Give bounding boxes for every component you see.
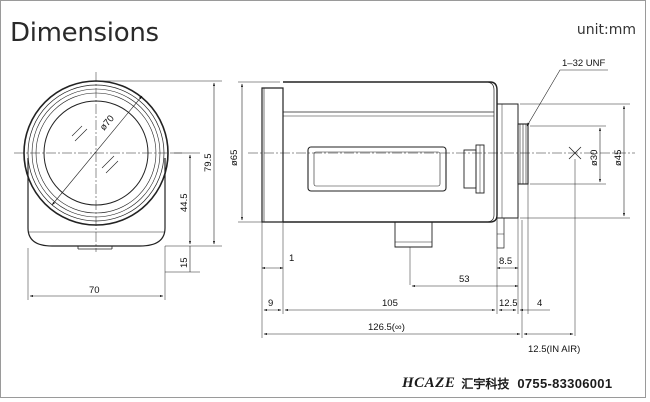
back-length-2-label: 4 — [537, 298, 542, 309]
back-focus-label: 12.5(IN AIR) — [528, 344, 580, 355]
total-length-label: 126.5(∞) — [368, 322, 405, 333]
step-1-label: 1 — [289, 253, 294, 264]
page-title: Dimensions — [10, 18, 159, 48]
company-logo: HCAZE — [402, 374, 456, 391]
unit-label: unit:mm — [576, 22, 636, 38]
flange-inner-diameter-label: ø30 — [589, 150, 600, 166]
company-phone: 0755-83306001 — [517, 375, 613, 391]
company-footer: HCAZE 汇宇科技 0755-83306001 — [402, 374, 612, 392]
thread-label: 1–32 UNF — [562, 58, 605, 69]
back-length-1-label: 12.5 — [499, 298, 518, 309]
company-name: 汇宇科技 — [461, 376, 510, 391]
flange-outer-diameter-label: ø45 — [613, 150, 624, 166]
body-diameter-label: ø65 — [229, 150, 240, 166]
base-offset-label: 15 — [179, 257, 190, 268]
height-axis-label: 44.5 — [179, 194, 190, 213]
front-length-label: 9 — [268, 298, 273, 309]
mount-offset-label: 53 — [459, 274, 470, 285]
front-view — [14, 72, 222, 300]
body-length-label: 105 — [382, 298, 398, 309]
front-width-label: 70 — [89, 285, 100, 296]
side-view — [238, 69, 635, 338]
height-total-label: 79.5 — [203, 154, 214, 173]
flange-depth-label: 8.5 — [499, 256, 512, 267]
